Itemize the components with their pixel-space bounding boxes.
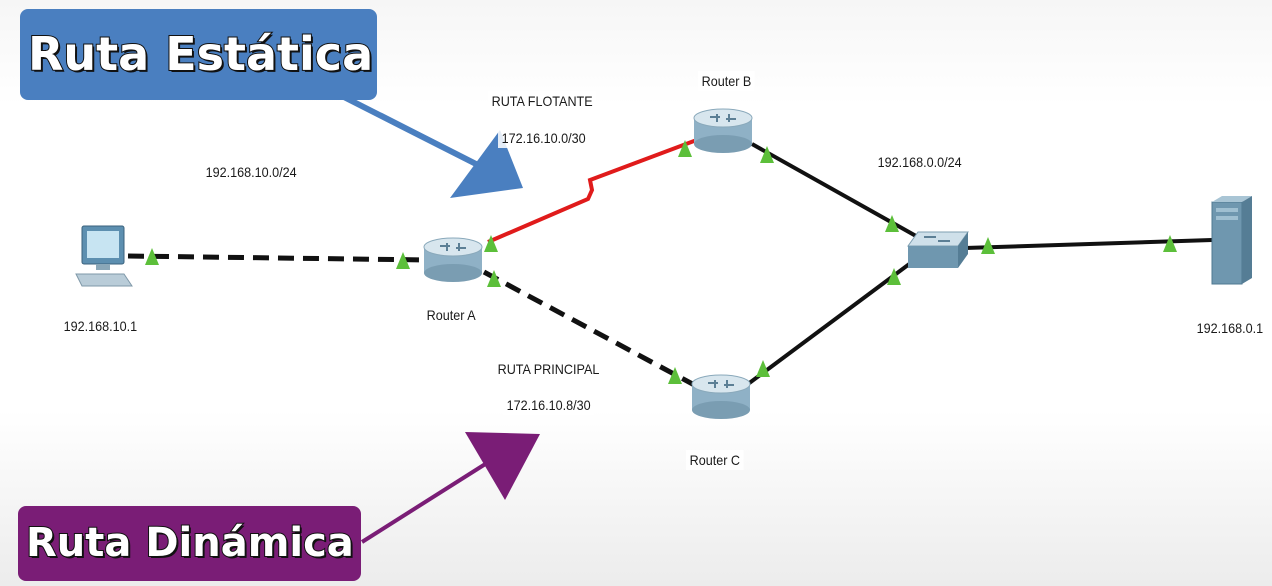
pc-ip-label: 192.168.10.1 — [60, 316, 141, 336]
net-flotante-label: 172.16.10.0/30 — [498, 128, 590, 148]
link-up-marker — [1163, 235, 1177, 252]
link-router-b-switch — [751, 142, 917, 238]
link-up-marker — [887, 268, 901, 285]
link-up-marker — [145, 248, 159, 265]
link-up-marker — [756, 360, 770, 377]
link-router-c-switch — [746, 260, 914, 386]
net-principal-label: 172.16.10.8/30 — [503, 395, 595, 415]
dynamic-route-arrow-icon — [360, 432, 540, 544]
link-pc-router-a — [127, 253, 429, 263]
link-router-a-router-c — [482, 269, 702, 391]
link-up-marker — [678, 140, 692, 157]
link-up-marker — [885, 215, 899, 232]
lan-right-label: 192.168.0.0/24 — [874, 152, 966, 172]
router-c-label: Router C — [686, 450, 744, 470]
link-switch-server — [964, 238, 1213, 250]
server-icon[interactable] — [1211, 196, 1252, 285]
router-icon[interactable] — [693, 108, 753, 153]
link-up-marker — [396, 252, 410, 269]
link-up-marker — [484, 235, 498, 252]
ruta-flotante-label: RUTA FLOTANTE — [488, 91, 597, 111]
static-route-banner: Ruta Estática — [20, 9, 377, 100]
lan-left-label: 192.168.10.0/24 — [202, 162, 301, 182]
link-up-marker — [487, 270, 501, 287]
router-b-label: Router B — [698, 71, 755, 91]
link-up-marker — [981, 237, 995, 254]
link-up-marker — [668, 367, 682, 384]
link-up-marker — [760, 146, 774, 163]
pc-icon[interactable] — [75, 225, 133, 287]
link-router-a-router-b-serial — [487, 136, 703, 244]
ruta-principal-label: RUTA PRINCIPAL — [494, 359, 603, 379]
router-a-label: Router A — [423, 305, 480, 325]
dynamic-route-banner: Ruta Dinámica — [18, 506, 361, 581]
router-icon[interactable] — [691, 374, 751, 419]
server-ip-label: 192.168.0.1 — [1193, 318, 1267, 338]
switch-icon[interactable] — [907, 231, 969, 268]
router-icon[interactable] — [423, 237, 483, 282]
